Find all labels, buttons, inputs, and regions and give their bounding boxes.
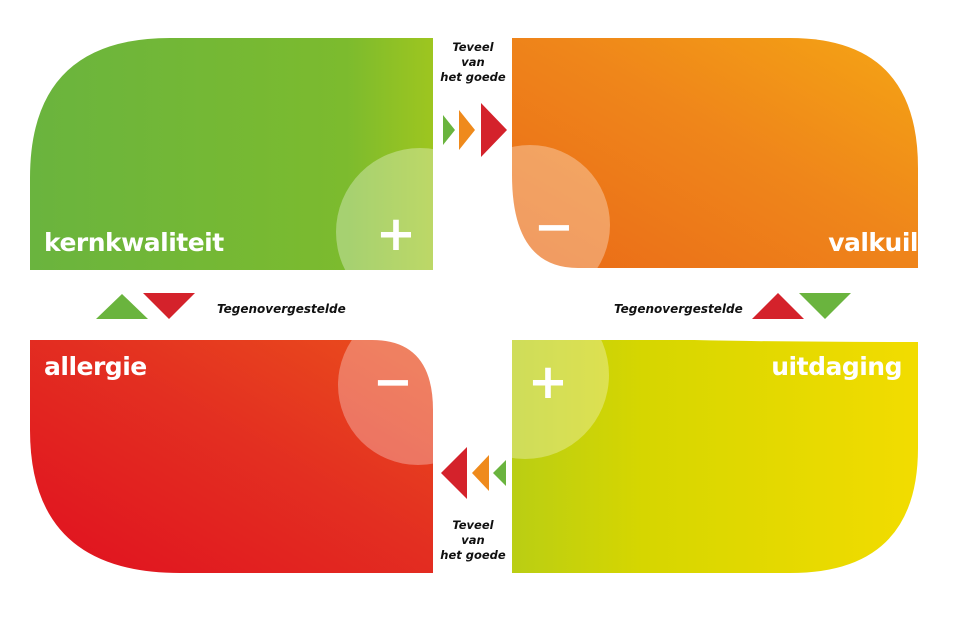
- quadrant-uitdaging: [495, 328, 918, 573]
- label-kernkwaliteit: kernkwaliteit: [44, 228, 224, 257]
- arrow-red-left: [441, 447, 467, 499]
- sign-allergie: −: [373, 354, 413, 410]
- quadrant-valkuil: [512, 38, 918, 268]
- triangle-green-up: [96, 294, 148, 319]
- label-teveel-top: Teveel van het goede: [428, 40, 518, 85]
- label-uitdaging: uitdaging: [771, 352, 902, 381]
- arrow-orange-right: [459, 110, 475, 150]
- arrow-orange-left: [472, 455, 489, 491]
- triangle-red-up: [752, 293, 804, 319]
- sign-kernkwaliteit: +: [376, 206, 416, 262]
- label-valkuil: valkuil: [828, 228, 918, 257]
- teveel-top-line-2: van: [461, 55, 485, 69]
- triangle-green-down: [799, 293, 851, 319]
- sign-uitdaging: +: [528, 354, 568, 410]
- sign-valkuil: −: [534, 199, 574, 255]
- arrow-green-right: [443, 115, 455, 145]
- teveel-bottom-line-3: het goede: [440, 548, 506, 562]
- label-tegenovergestelde-right: Tegenovergestelde: [614, 302, 743, 316]
- triangles-left: [96, 293, 195, 319]
- teveel-bottom-line-1: Teveel: [452, 518, 494, 532]
- teveel-bottom-line-2: van: [461, 533, 485, 547]
- label-teveel-bottom: Teveel van het goede: [428, 518, 518, 563]
- arrow-red-right: [481, 103, 507, 157]
- triangle-red-down: [143, 293, 195, 319]
- teveel-top-line-3: het goede: [440, 70, 506, 84]
- quadrant-allergie: [30, 340, 433, 573]
- arrows-top-right: [443, 103, 507, 157]
- arrow-green-left: [493, 460, 506, 486]
- teveel-top-line-1: Teveel: [452, 40, 494, 54]
- label-allergie: allergie: [44, 352, 147, 381]
- triangles-right: [752, 293, 851, 319]
- quadrant-kernkwaliteit: [30, 38, 452, 288]
- label-tegenovergestelde-left: Tegenovergestelde: [217, 302, 346, 316]
- arrows-bottom-left: [441, 447, 506, 499]
